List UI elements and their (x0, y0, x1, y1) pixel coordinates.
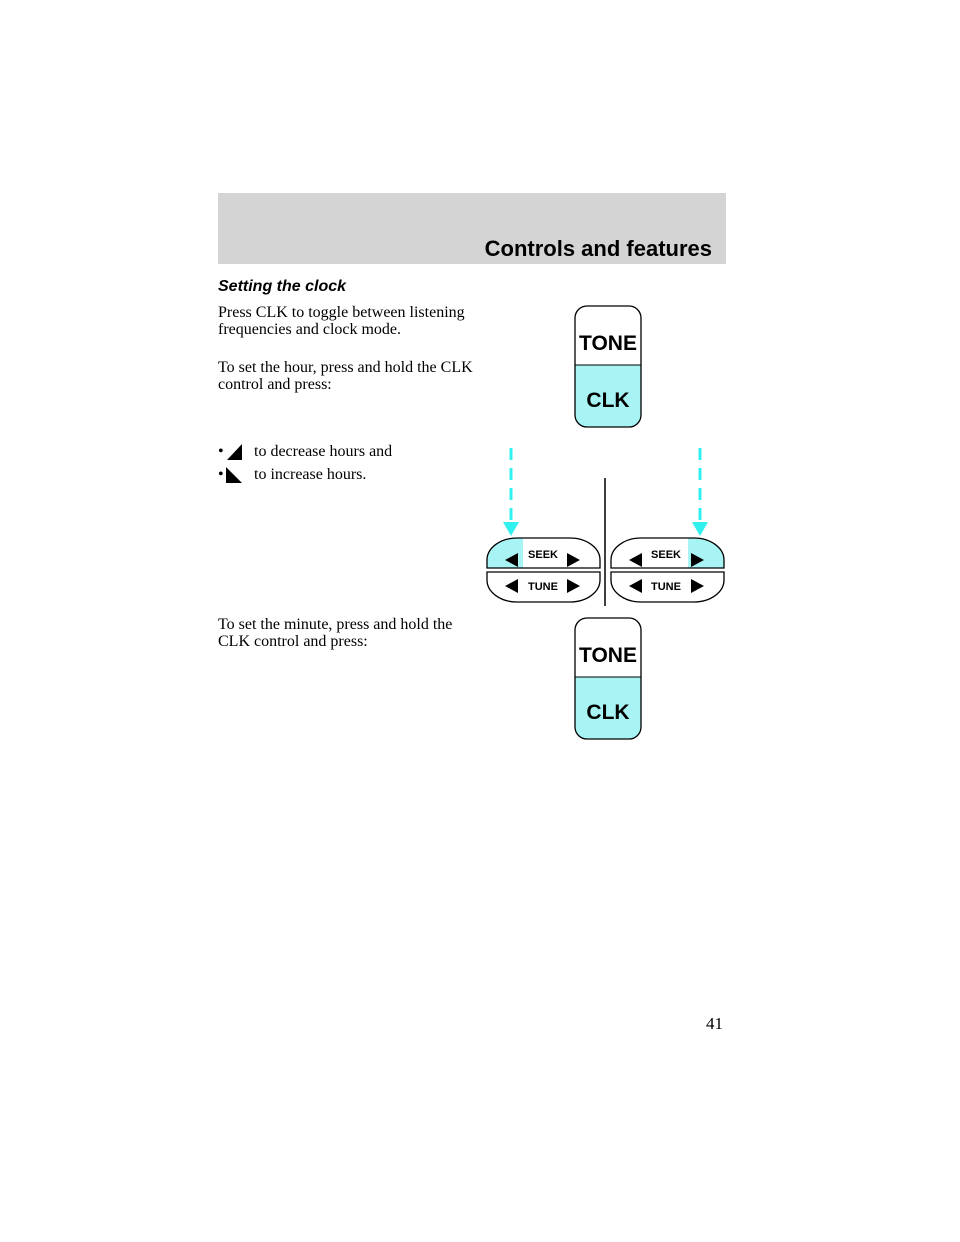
paragraph-set-minute: To set the minute, press and hold the CL… (218, 616, 453, 650)
bullet-text: to increase hours. (254, 466, 367, 483)
tone-label: TONE (579, 644, 637, 667)
seek-label: SEEK (528, 549, 558, 561)
bullet-increase-hours: • to increase hours. (218, 466, 366, 483)
seek-right-arrow-icon (691, 553, 704, 567)
seek-left-arrow-icon (505, 553, 518, 567)
tone-clk-button-bottom[interactable]: TONE CLK (574, 617, 642, 741)
header-band: Controls and features (218, 193, 726, 264)
bullet-dot: • (218, 466, 224, 483)
tune-left-arrow-icon (629, 579, 642, 593)
bullet-decrease-hours: • to decrease hours and (218, 443, 392, 460)
page-number: 41 (706, 1014, 723, 1033)
tone-label: TONE (579, 332, 637, 355)
tune-button-left[interactable] (486, 571, 601, 603)
section-heading: Setting the clock (218, 278, 347, 295)
seek-label: SEEK (651, 549, 681, 561)
paragraph-set-hour: To set the hour, press and hold the CLK … (218, 359, 473, 393)
tune-label: TUNE (528, 581, 558, 593)
clk-label: CLK (586, 701, 629, 724)
page-section-title: Controls and features (484, 236, 712, 261)
tune-label: TUNE (651, 581, 681, 593)
tone-clk-button-top[interactable]: TONE CLK (574, 305, 642, 429)
seek-tune-diagram: SEEK TUNE SEEK TUNE (486, 448, 725, 606)
bullet-text: to decrease hours and (254, 443, 393, 460)
right-triangle-icon (226, 466, 242, 483)
seek-button-left[interactable] (486, 537, 601, 569)
seek-tune-left: SEEK TUNE (486, 537, 601, 603)
clk-highlight (575, 365, 641, 427)
bullet-dot: • (218, 443, 224, 460)
tune-left-arrow-icon (505, 579, 518, 593)
tune-button-right[interactable] (610, 571, 725, 603)
seek-right-arrow-icon (567, 553, 580, 567)
seek-left-arrow-icon (629, 553, 642, 567)
tune-right-arrow-icon (691, 579, 704, 593)
left-triangle-icon (227, 443, 242, 460)
tune-right-arrow-icon (567, 579, 580, 593)
clk-label: CLK (586, 389, 629, 412)
paragraph-toggle-mode: Press CLK to toggle between listening fr… (218, 304, 465, 338)
clk-highlight (575, 677, 641, 739)
seek-button-right[interactable] (610, 537, 725, 569)
arrow-head-right-icon (692, 522, 708, 536)
arrow-head-left-icon (503, 522, 519, 536)
seek-tune-right: SEEK TUNE (610, 537, 725, 603)
